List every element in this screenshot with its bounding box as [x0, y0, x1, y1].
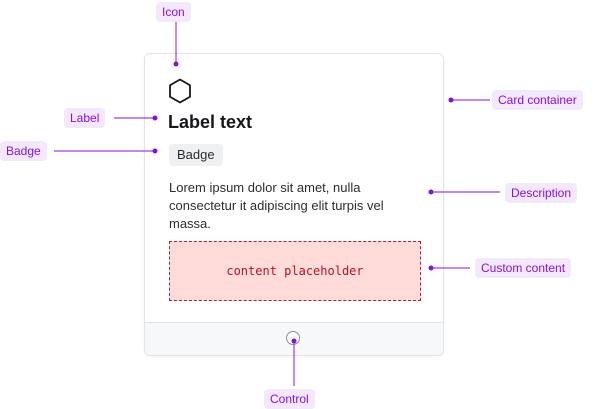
card-control[interactable] [286, 331, 300, 345]
custom-content-placeholder: content placeholder [169, 241, 421, 301]
label-leader-dot [152, 115, 158, 121]
badge-leader-dot [152, 148, 158, 154]
description-leader-dot [428, 189, 434, 195]
annotation-icon: Icon [156, 2, 191, 22]
hexagon-icon [169, 78, 191, 104]
card-container-leader-dot [448, 97, 454, 103]
annotation-control: Control [264, 389, 315, 409]
annotation-badge: Badge [0, 141, 47, 161]
icon-leader-dot [173, 61, 179, 67]
control-leader-dot [291, 338, 297, 344]
annotation-card-container: Card container [492, 90, 583, 110]
annotation-custom-content: Custom content [475, 258, 572, 278]
annotation-description: Description [505, 183, 578, 203]
annotation-label: Label [64, 108, 106, 128]
card-description: Lorem ipsum dolor sit amet, nulla consec… [169, 180, 384, 231]
card-badge: Badge [169, 144, 223, 166]
placeholder-text: content placeholder [226, 264, 364, 278]
custom-content-leader-dot [428, 265, 434, 271]
card-title: Label text [168, 112, 253, 132]
